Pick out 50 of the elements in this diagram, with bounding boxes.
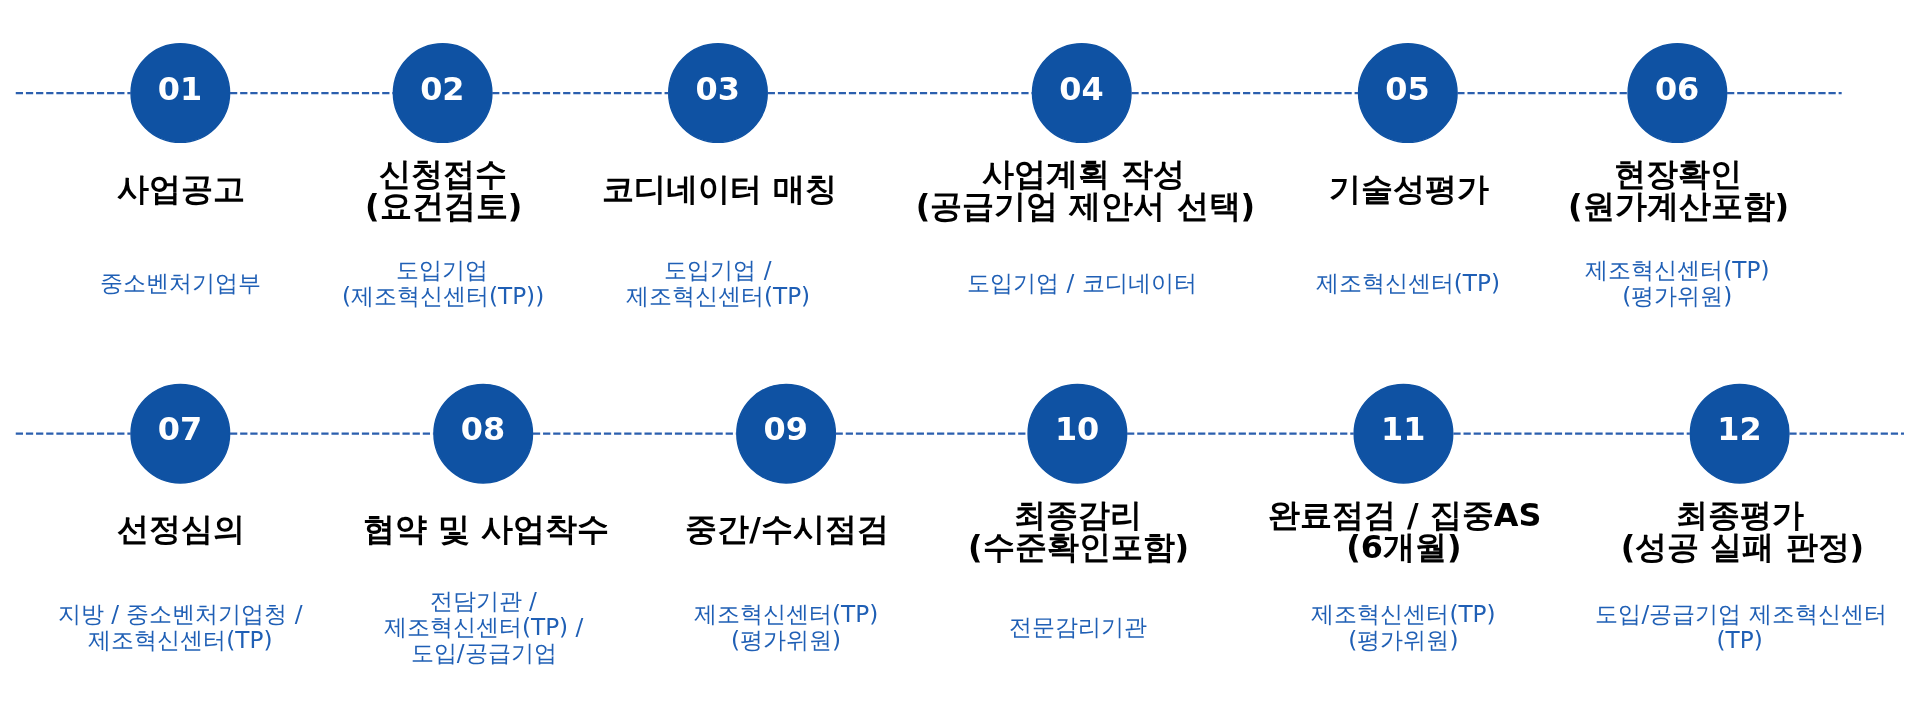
node-label: 선정심의: [116, 509, 245, 548]
connector: [1457, 91, 1628, 94]
node-label: 도입기업 / 코디네이터: [967, 268, 1197, 296]
connector: [1789, 432, 1904, 435]
node-circle: 03: [668, 42, 768, 143]
node-circle: 02: [392, 42, 493, 143]
connector: [230, 432, 434, 435]
node-circle: 10: [1027, 383, 1128, 484]
node-label: 제조혁신센터(TP) (평가위원): [1311, 599, 1496, 653]
node-label: 신청접수 (요건검토): [365, 154, 523, 225]
node-label: 제조혁신센터(TP) (평가위원): [694, 599, 879, 653]
node-circle: 07: [130, 383, 231, 484]
connector: [230, 91, 394, 94]
node-label: 도입기업 (제조혁신센터(TP)): [341, 255, 545, 309]
connector: [492, 91, 669, 94]
node-circle: 04: [1031, 42, 1132, 143]
node-label: 협약 및 사업착수: [362, 509, 610, 548]
connector: [1131, 91, 1359, 94]
node-label: 제조혁신센터(TP): [1315, 268, 1500, 296]
node-circle: 05: [1357, 42, 1458, 143]
node-label: 도입기업 / 제조혁신센터(TP): [625, 255, 811, 309]
connector: [15, 432, 131, 435]
connector: [1127, 432, 1354, 435]
node-label: 지방 / 중소벤처기업청 / 제조혁신센터(TP): [57, 599, 303, 653]
node-label: 제조혁신센터(TP) (평가위원): [1585, 255, 1770, 309]
connector: [1453, 432, 1690, 435]
node-label: 전담기관 / 제조혁신센터(TP) / 도입/공급기업: [383, 586, 584, 666]
node-label: 코디네이터 매칭: [602, 169, 838, 208]
node-circle: 11: [1353, 383, 1454, 484]
connector: [15, 91, 131, 94]
node-label: 도입/공급기업 제조혁신센터 (TP): [1595, 599, 1887, 653]
node-circle: 12: [1689, 383, 1790, 484]
node-label: 전문감리기관: [1008, 612, 1147, 640]
node-label: 중소벤처기업부: [99, 268, 261, 296]
node-label: 사업계획 작성 (공급기업 제안서 선택): [915, 154, 1256, 225]
node-label: 사업공고: [116, 169, 245, 208]
node-label: 완료점검 / 집중AS (6개월): [1267, 495, 1542, 566]
connector: [767, 91, 1033, 94]
node-label: 현장확인 (원가계산포함): [1567, 154, 1790, 225]
node-circle: 08: [433, 383, 534, 484]
connector: [532, 432, 737, 435]
connector: [1727, 91, 1842, 94]
connector: [835, 432, 1028, 435]
node-label: 중간/수시점검: [685, 509, 890, 548]
node-label: 최종평가 (성공 실패 판정): [1620, 495, 1865, 566]
node-label: 기술성평가: [1328, 169, 1489, 208]
node-circle: 09: [736, 383, 837, 484]
node-circle: 06: [1627, 42, 1728, 143]
node-label: 최종감리 (수준확인포함): [967, 495, 1190, 566]
node-circle: 01: [130, 42, 231, 143]
